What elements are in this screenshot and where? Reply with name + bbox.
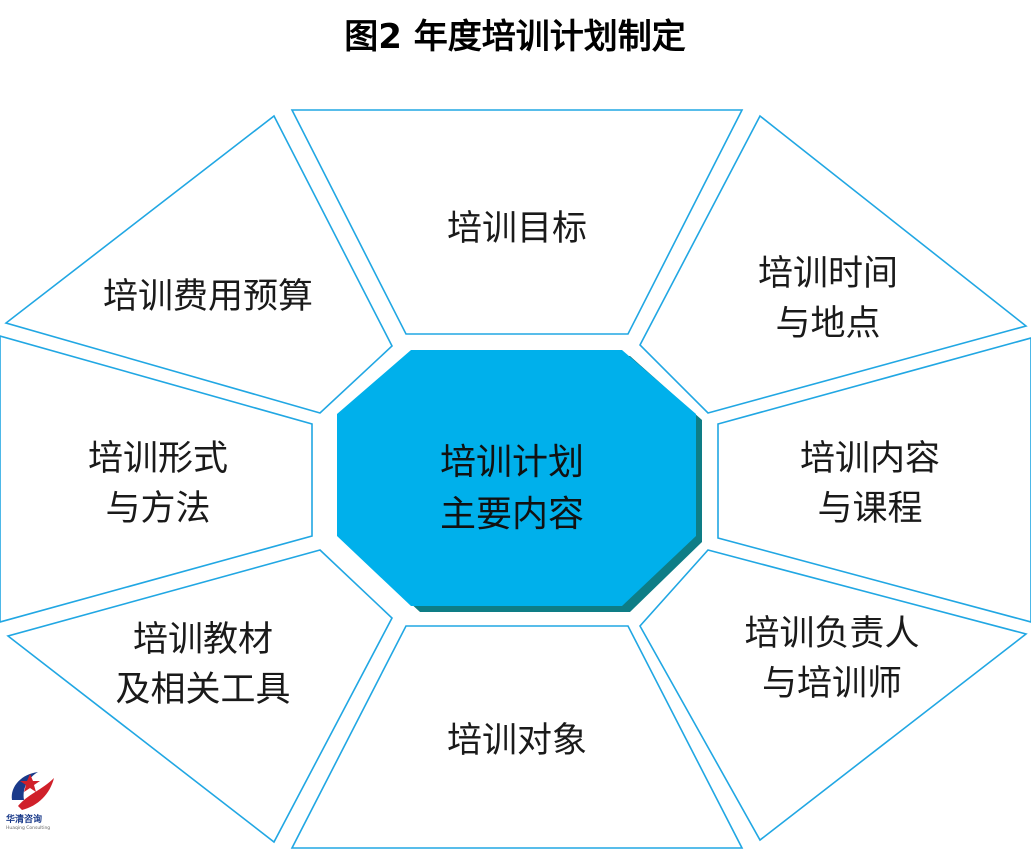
center-octagon: 培训计划 主要内容 [337, 350, 702, 612]
segment-top-label: 培训目标 [447, 209, 587, 249]
segment-top-right-label-line1: 培训时间 [758, 254, 898, 294]
logo-name: 华清咨询 [6, 813, 42, 825]
segment-left-label-line2: 与方法 [105, 489, 210, 529]
segment-left-label-line1: 培训形式 [88, 439, 228, 479]
segment-bottom-left-label-line1: 培训教材 [133, 620, 273, 660]
logo: 华清咨询 Huaqing Consulting [6, 772, 54, 831]
segment-bottom-right: 培训负责人 与培训师 [639, 549, 1028, 842]
logo-subtitle: Huaqing Consulting [6, 825, 50, 831]
segment-top-right: 培训时间 与地点 [639, 114, 1028, 414]
segment-bottom-left-label-line2: 及相关工具 [115, 670, 290, 710]
diagram-title: 图2 年度培训计划制定 [344, 17, 686, 57]
center-label-line1: 培训计划 [440, 442, 584, 483]
segment-bottom-label: 培训对象 [447, 721, 587, 761]
segment-right: 培训内容 与课程 [717, 337, 1031, 623]
segment-top: 培训目标 [290, 109, 744, 335]
segment-bottom-right-label-line2: 与培训师 [762, 664, 902, 704]
segment-bottom: 培训对象 [290, 625, 744, 849]
segment-left: 培训形式 与方法 [0, 335, 313, 623]
center-octagon-face [337, 350, 696, 606]
segment-bottom-left: 培训教材 及相关工具 [6, 549, 393, 844]
segment-right-label-line2: 与课程 [817, 489, 922, 529]
segment-bottom-right-label-line1: 培训负责人 [744, 614, 919, 654]
segment-right-label-line1: 培训内容 [800, 439, 940, 479]
center-label-line2: 主要内容 [440, 494, 584, 535]
logo-emblem-icon [11, 772, 54, 810]
segment-top-right-label-line2: 与地点 [775, 304, 880, 344]
segment-top-left: 培训费用预算 [4, 114, 393, 414]
segment-top-left-label: 培训费用预算 [103, 277, 313, 317]
